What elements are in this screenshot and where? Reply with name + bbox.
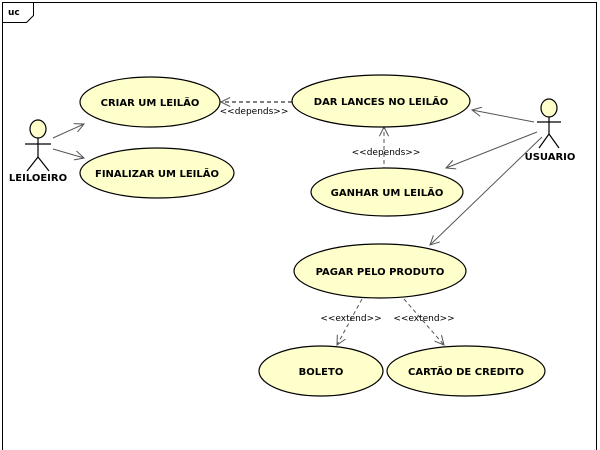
association-leiloeiro-criar bbox=[52, 124, 84, 139]
use-case-label: GANHAR UM LEILÃO bbox=[331, 186, 444, 199]
use-case-label: DAR LANCES NO LEILÃO bbox=[314, 95, 448, 108]
association-usuario-dar-lances bbox=[472, 110, 535, 123]
extend-label-2: <<extend>> bbox=[393, 314, 454, 324]
actor-usuario-figure bbox=[537, 98, 561, 149]
actor-usuario[interactable]: USUARIO bbox=[525, 98, 576, 163]
use-case-pagar-pelo-produto[interactable]: PAGAR PELO PRODUTO bbox=[293, 243, 467, 299]
extend-pagar-cartao bbox=[403, 298, 444, 345]
association-usuario-pagar bbox=[430, 136, 543, 245]
dependency-label-1: <<depends>> bbox=[220, 107, 289, 117]
use-case-boleto[interactable]: BOLETO bbox=[258, 345, 384, 397]
extend-pagar-boleto bbox=[337, 298, 363, 345]
actor-leiloeiro[interactable]: LEILOEIRO bbox=[9, 119, 67, 184]
use-case-dar-lances-no-leilao[interactable]: DAR LANCES NO LEILÃO bbox=[291, 74, 471, 128]
dependency-label-2: <<depends>> bbox=[352, 148, 421, 158]
actor-leiloeiro-figure bbox=[25, 119, 51, 172]
use-case-label: FINALIZAR UM LEILÃO bbox=[95, 167, 219, 180]
actor-leiloeiro-label: LEILOEIRO bbox=[9, 173, 67, 184]
association-leiloeiro-finalizar bbox=[52, 148, 84, 158]
use-case-finalizar-um-leilao[interactable]: FINALIZAR UM LEILÃO bbox=[79, 147, 235, 199]
use-case-label: CARTÃO DE CREDITO bbox=[408, 365, 524, 378]
actor-usuario-label: USUARIO bbox=[525, 152, 576, 163]
use-case-ganhar-um-leilao[interactable]: GANHAR UM LEILÃO bbox=[310, 167, 464, 217]
use-case-cartao-de-credito[interactable]: CARTÃO DE CREDITO bbox=[386, 345, 546, 397]
frame-tab bbox=[2, 2, 34, 23]
use-case-criar-um-leilao[interactable]: CRIAR UM LEILÃO bbox=[79, 76, 221, 128]
extend-label-1: <<extend>> bbox=[320, 314, 381, 324]
frame-label: uc bbox=[8, 8, 20, 18]
use-case-label: BOLETO bbox=[299, 367, 344, 378]
association-usuario-ganhar bbox=[446, 131, 538, 168]
use-case-label: PAGAR PELO PRODUTO bbox=[316, 267, 445, 278]
use-case-label: CRIAR UM LEILÃO bbox=[101, 96, 200, 109]
